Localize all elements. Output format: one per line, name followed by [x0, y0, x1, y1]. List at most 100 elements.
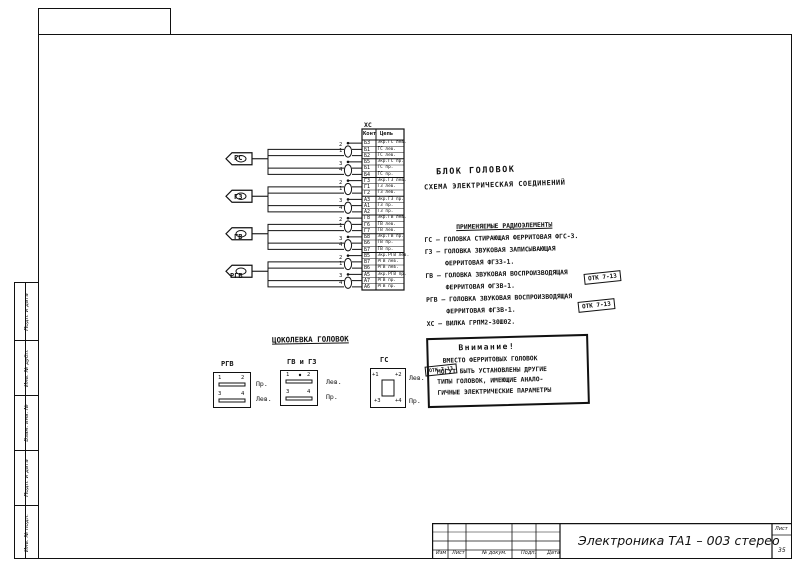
head-gap [235, 267, 247, 275]
connector-contact: А2 [364, 209, 371, 216]
tb-col-izm: Изм [436, 550, 447, 556]
warning-title: Внимание! [458, 341, 516, 353]
shield-loop [343, 220, 353, 233]
connector-circuit: ГЗ пр. [377, 202, 394, 208]
warning-line: ГИЧНЫЕ ЭЛЕКТРИЧЕСКИЕ ПАРАМЕТРЫ [437, 386, 552, 397]
wire [267, 196, 344, 213]
wire [267, 192, 344, 197]
socket-pad [218, 398, 246, 403]
connector-contact: А7 [364, 277, 371, 284]
title-block-title: Электроника ТА1 – 003 стерео [578, 533, 780, 548]
pin-number: 4 [241, 391, 245, 397]
warning-body: ВМЕСТО ФЕРРИТОВЫХ ГОЛОВОК МОГУТ БЫТЬ УСТ… [437, 354, 552, 399]
head-label-gs: ГС [234, 154, 243, 162]
wire [267, 155, 344, 159]
wire [267, 233, 344, 244]
warning-box: Внимание! ВМЕСТО ФЕРРИТОВЫХ ГОЛОВОК МОГУ… [426, 333, 590, 409]
wire-pin-number: 1 [339, 185, 343, 192]
connector-circuit: ГС лев. [377, 146, 397, 152]
title-block [432, 523, 792, 559]
wire-pin-number: 4 [339, 167, 343, 174]
wire [267, 261, 344, 272]
connector-contact: Б1 [364, 165, 371, 172]
pin-number: 2 [307, 372, 311, 378]
connector-circuit: Экр.ГВ пр. [377, 234, 404, 240]
pin-number: 4 [307, 389, 311, 395]
shield-node [346, 216, 350, 220]
socket-pad [218, 382, 246, 387]
socket-key [298, 373, 302, 377]
connector-contact: В6 [364, 265, 371, 272]
connector-name: ХС [364, 121, 372, 129]
wire [267, 223, 344, 234]
connector-contact: В5 [364, 252, 371, 259]
wire-pin-number: 1 [339, 223, 343, 230]
wire-pin-number: 3 [339, 235, 343, 242]
wire-pin-number: 4 [339, 242, 343, 249]
socket-rgv [213, 372, 251, 408]
connector-contact: А3 [364, 196, 371, 203]
socket-pad [285, 379, 313, 384]
shield-node [346, 254, 350, 257]
wire-pin-number: 4 [339, 204, 343, 211]
shield-loop [343, 201, 353, 214]
connector-contact: Б7 [364, 246, 371, 253]
connector-circuit: ГС пр. [377, 165, 394, 171]
shield-loop [343, 182, 353, 196]
wire [267, 186, 344, 197]
connector-col-contact: Конт [363, 131, 377, 137]
corner-stamp-box [38, 8, 171, 34]
side-label: Лев. [326, 378, 342, 386]
wire [267, 271, 344, 282]
shield-loop [343, 239, 353, 252]
wire [267, 233, 344, 250]
connector-contact: Г8 [364, 215, 371, 222]
shield-loop [343, 257, 353, 271]
connector-circuit: ГЗ пр. [377, 209, 394, 215]
wire-pin-number: 1 [339, 148, 343, 155]
connector-contact: Г1 [364, 184, 371, 191]
pin-number: 3 [218, 391, 222, 397]
pin-number: +1 [372, 372, 379, 378]
pin-number: +2 [395, 372, 402, 378]
head-label-gz: ГЗ [234, 193, 243, 201]
wire-pin-number: 2 [339, 254, 343, 261]
wire-pin-number: 3 [339, 160, 343, 167]
connector-circuit: ГВ пр. [377, 246, 394, 252]
side-strip: Подп. и дата Инв. № дубл. Взам. инв. № П… [14, 282, 39, 559]
wire-pin-number: 2 [339, 179, 343, 186]
head-gap [235, 155, 247, 163]
connector-contact: Б6 [364, 240, 371, 247]
shield-node [346, 141, 350, 145]
connector-contact: Б8 [364, 234, 371, 241]
wire-pin-number: 2 [339, 142, 343, 149]
tb-col-sign: Подп. [521, 550, 537, 556]
shield-node [346, 198, 350, 201]
strip-cell-4: Инв. № дубл. [15, 341, 39, 396]
strip-cell-2: Подп. и дата [15, 451, 39, 506]
connector-circuit: РГВ лев. [377, 265, 399, 271]
side-label: Пр. [326, 393, 338, 401]
shield-loop [343, 164, 353, 177]
side-strip-divider [25, 283, 26, 558]
connector-contact: Г2 [364, 190, 371, 197]
title-block-grid [432, 523, 792, 559]
pin-number: 1 [218, 375, 222, 381]
wire [267, 196, 344, 207]
tb-col-date: Дата [547, 550, 560, 556]
shield-node [346, 235, 350, 239]
wire-pin-number: 3 [339, 198, 343, 205]
wire-pin-number: 2 [339, 217, 343, 224]
pin-number: 2 [241, 375, 245, 381]
socket-label-gs: ГС [380, 356, 389, 364]
connector-col-circuit: Цепь [380, 131, 394, 137]
connector-contact: Б2 [364, 152, 371, 159]
strip-cell-5: Подп. и дата [15, 283, 39, 341]
connector-circuit: Экр.ГВ лев. [377, 215, 407, 221]
socket-label-rgv: РГВ [221, 360, 234, 368]
connector-contact: Б1 [364, 146, 371, 153]
connector-contact: Б5 [364, 159, 371, 166]
connector-circuit: ГЗ лев. [377, 184, 397, 190]
pin-number: 1 [286, 372, 290, 378]
